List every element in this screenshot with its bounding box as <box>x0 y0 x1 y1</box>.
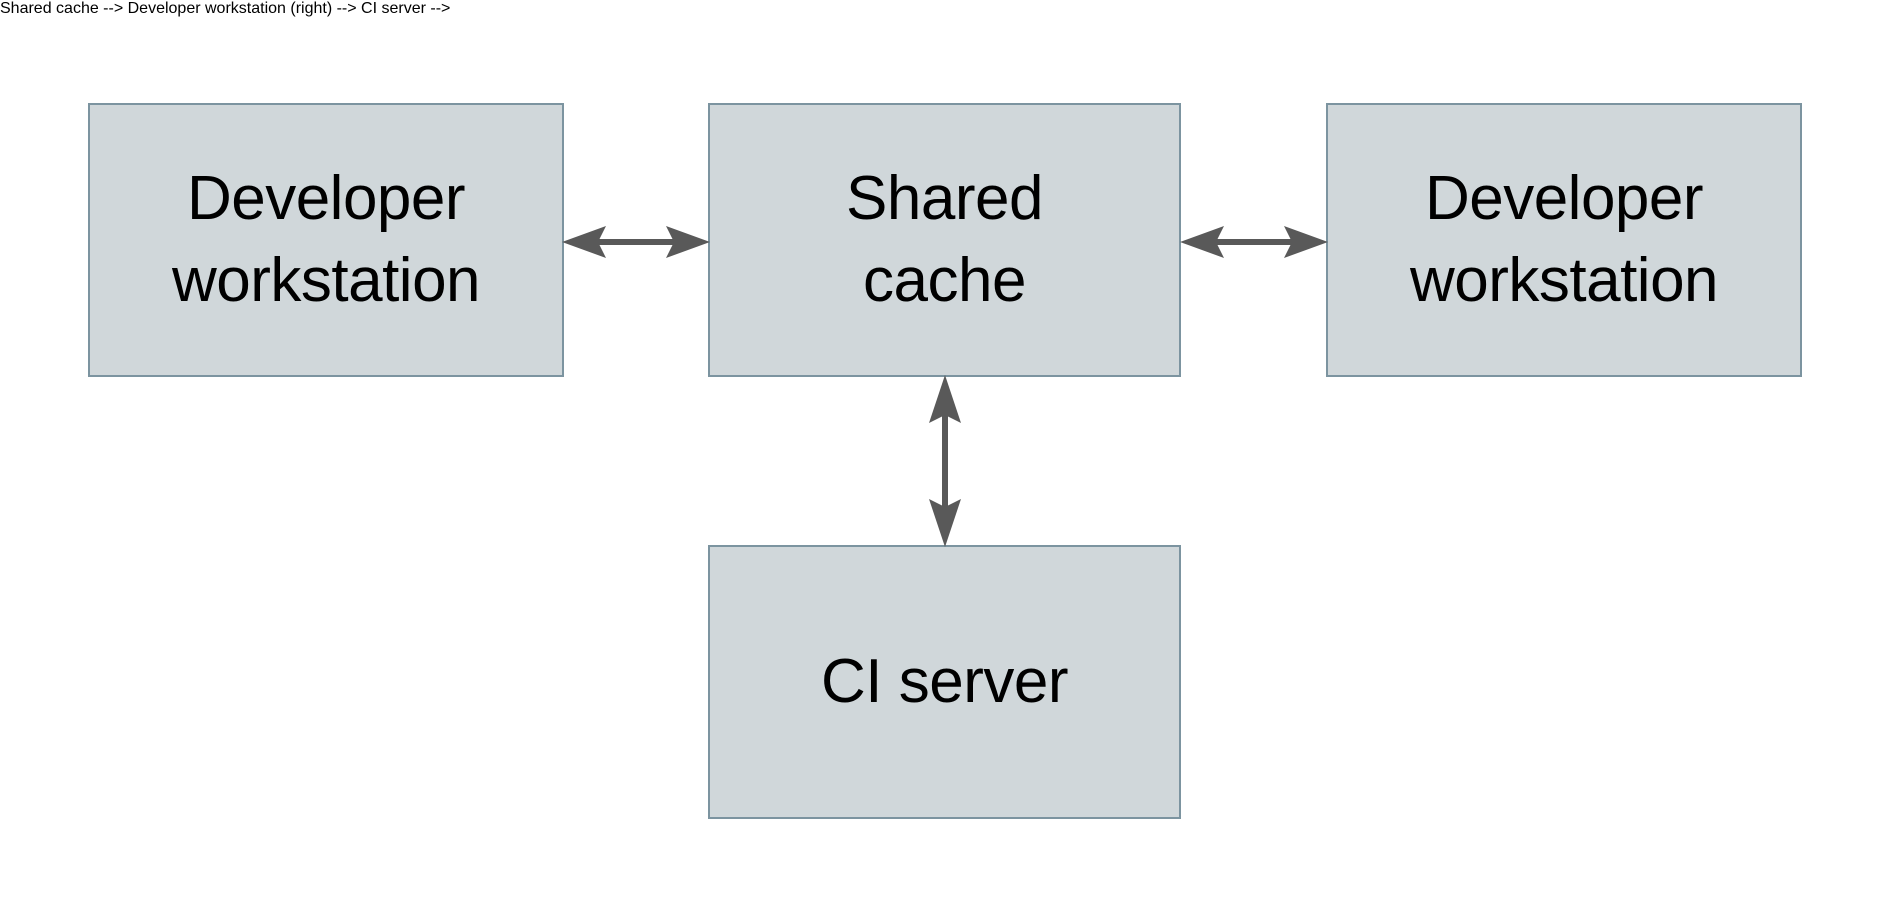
edge-shared-cache-to-ci-server <box>909 373 981 549</box>
double-arrow-horizontal-icon <box>1180 226 1328 258</box>
edge-developer-left-to-shared-cache <box>560 206 712 278</box>
node-ci-server[interactable]: CI server <box>708 545 1181 819</box>
node-developer-workstation-right[interactable]: Developer workstation <box>1326 103 1802 377</box>
node-developer-workstation-left[interactable]: Developer workstation <box>88 103 564 377</box>
double-arrow-horizontal-icon <box>562 226 710 258</box>
node-label: Shared cache <box>846 164 1043 315</box>
double-arrow-vertical-icon <box>929 375 961 547</box>
node-shared-cache[interactable]: Shared cache <box>708 103 1181 377</box>
node-label: CI server <box>821 647 1068 717</box>
node-label: Developer workstation <box>171 164 481 315</box>
edge-shared-cache-to-developer-right <box>1178 206 1330 278</box>
node-label: Developer workstation <box>1409 164 1719 315</box>
